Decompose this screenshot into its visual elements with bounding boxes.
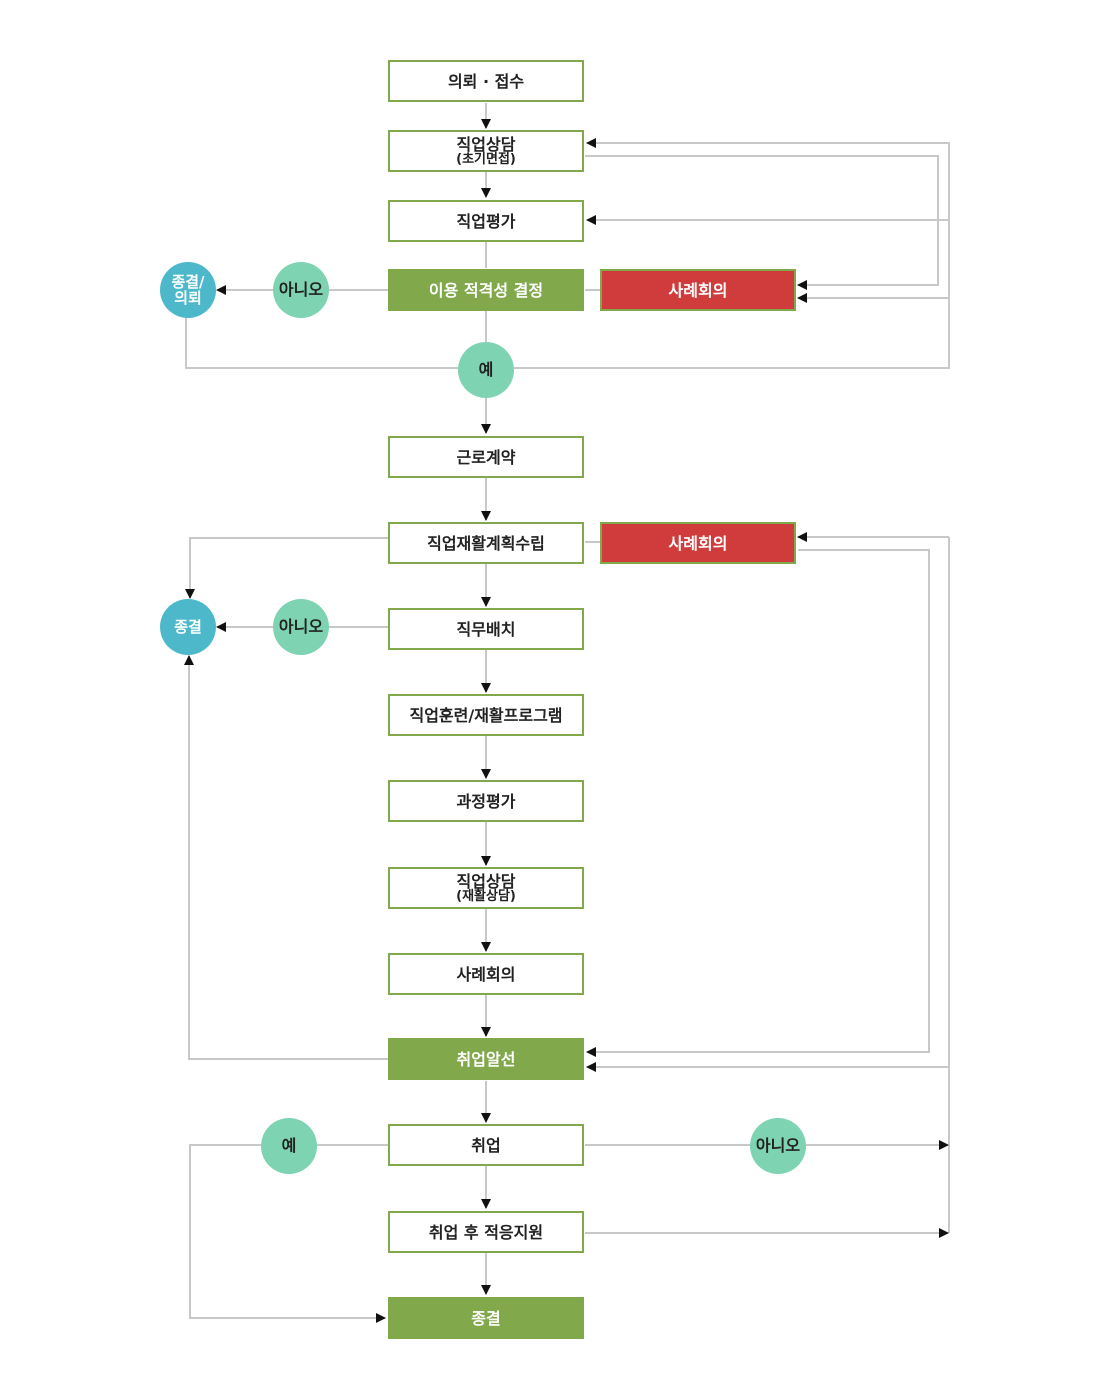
counseling-initial-title: 직업상담: [456, 134, 516, 154]
job-placement-label: 직무배치: [456, 619, 516, 639]
post-support-label: 취업 후 적응지원: [428, 1222, 544, 1242]
labor-contract-box: 근로계약: [388, 436, 584, 478]
process-eval-box: 과정평가: [388, 780, 584, 822]
end-or-refer-terminal: 종결/ 의뢰: [160, 262, 216, 318]
employment-label: 취업: [471, 1135, 501, 1155]
labor-contract-label: 근로계약: [456, 447, 516, 467]
no-branch-3: 아니오: [750, 1118, 806, 1174]
no-branch-2-label: 아니오: [278, 617, 324, 636]
vocational-eval-box: 직업평가: [388, 200, 584, 242]
vocational-eval-label: 직업평가: [456, 211, 516, 231]
job-matching-box: 취업알선: [388, 1038, 584, 1080]
end-terminal: 종결: [160, 599, 216, 655]
closure-box: 종결: [388, 1297, 584, 1339]
connector-yes-right-loop: [514, 138, 950, 369]
counseling-initial-box: 직업상담 (초기면접): [388, 130, 584, 172]
no-branch-3-label: 아니오: [755, 1136, 801, 1155]
end-or-refer-line-1: 종결/: [171, 273, 205, 291]
connector-yes-closure: [189, 1144, 386, 1323]
connector-counseling-to-meeting: [585, 155, 939, 290]
rehab-plan-label: 직업재활계획수립: [427, 533, 545, 553]
process-eval-label: 과정평가: [456, 791, 516, 811]
rehab-plan-box: 직업재활계획수립: [388, 522, 584, 564]
training-box: 직업훈련/재활프로그램: [388, 694, 584, 736]
yes-branch-1-label: 예: [478, 360, 494, 379]
no-branch-1: 아니오: [273, 262, 329, 318]
referral-label: 의뢰 · 접수: [447, 71, 525, 91]
end-terminal-label: 종결: [174, 618, 202, 636]
connector-yes-end-refer: [185, 318, 458, 369]
no-branch-1-label: 아니오: [278, 280, 324, 299]
counseling-rehab-box: 직업상담 (재활상담): [388, 867, 584, 909]
case-meeting-box-1: 사례회의: [600, 269, 796, 311]
yes-branch-1: 예: [458, 342, 514, 398]
closure-label: 종결: [471, 1308, 501, 1328]
referral-box: 의뢰 · 접수: [388, 60, 584, 102]
connector-matching-end: [184, 655, 388, 1060]
case-meeting-box-3: 사례회의: [388, 953, 584, 995]
counseling-rehab-title: 직업상담: [456, 871, 516, 891]
connector-plan-end: [185, 537, 388, 599]
case-meeting-box-2: 사례회의: [600, 522, 796, 564]
yes-branch-2-label: 예: [281, 1136, 297, 1155]
post-support-box: 취업 후 적응지원: [388, 1211, 584, 1253]
employment-box: 취업: [388, 1124, 584, 1166]
training-label: 직업훈련/재활프로그램: [409, 705, 563, 725]
case-meeting-label-1: 사례회의: [668, 280, 728, 300]
end-or-refer-line-2: 의뢰: [174, 289, 202, 307]
eligibility-decision-box: 이용 적격성 결정: [388, 269, 584, 311]
job-matching-label: 취업알선: [456, 1049, 516, 1069]
no-branch-2: 아니오: [273, 599, 329, 655]
eligibility-label: 이용 적격성 결정: [428, 280, 544, 300]
job-placement-box: 직무배치: [388, 608, 584, 650]
case-meeting-label-3: 사례회의: [456, 964, 516, 984]
connector-meeting2-to-matching: [586, 549, 930, 1057]
counseling-rehab-sub: (재활상담): [456, 888, 516, 904]
yes-branch-2: 예: [261, 1118, 317, 1174]
case-meeting-label-2: 사례회의: [668, 533, 728, 553]
counseling-initial-sub: (초기면접): [456, 151, 516, 167]
